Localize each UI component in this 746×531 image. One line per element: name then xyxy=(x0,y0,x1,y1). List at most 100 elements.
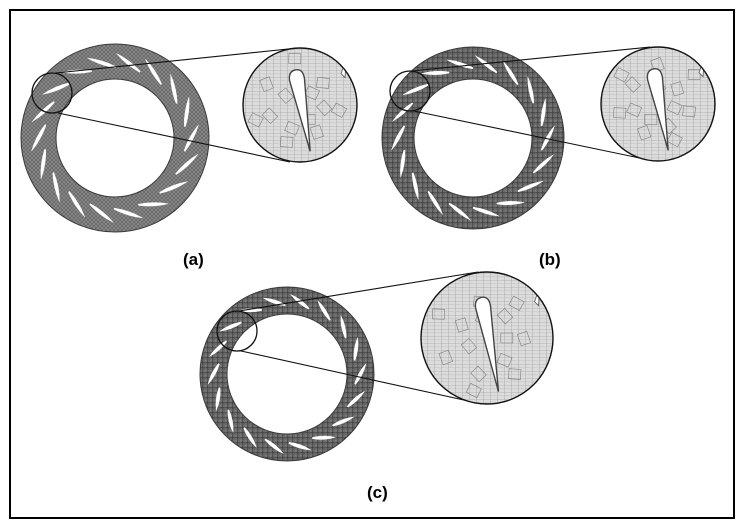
blade xyxy=(353,336,359,361)
magnifier-lens-a xyxy=(31,72,73,114)
mesh-cell xyxy=(261,107,279,124)
zoom-circle-outline-a xyxy=(242,47,358,163)
mesh-cell xyxy=(259,76,274,92)
mesh-annulus-a xyxy=(20,43,210,233)
mesh-cell xyxy=(500,332,514,344)
mesh-cell xyxy=(624,76,641,93)
blade xyxy=(227,409,234,434)
zoom-circle-outline-b xyxy=(600,46,716,162)
magnifier-lens-c xyxy=(216,310,258,352)
blade xyxy=(61,69,92,74)
blade xyxy=(138,202,169,207)
zoom-content-c xyxy=(421,272,553,404)
magnifier-lens-b xyxy=(389,70,431,112)
mesh-cell xyxy=(508,295,525,311)
mesh-cell xyxy=(682,105,696,118)
mesh-cell xyxy=(470,365,487,383)
zoom-view-c xyxy=(420,271,554,405)
zoom-view-a xyxy=(242,47,358,163)
zoom-connector-line xyxy=(413,110,655,162)
blade xyxy=(89,203,114,223)
mesh-cell xyxy=(316,76,330,89)
mesh-cell xyxy=(516,330,532,347)
mesh-cell xyxy=(465,382,482,399)
blade xyxy=(421,70,450,75)
blade xyxy=(113,207,143,219)
zoom-connector-line xyxy=(238,271,479,312)
mesh-cell xyxy=(309,124,324,140)
mesh-cell xyxy=(670,81,685,97)
blade xyxy=(354,363,367,385)
ring-a xyxy=(20,43,291,233)
blade xyxy=(52,172,60,202)
blade xyxy=(540,125,555,151)
mesh-cell xyxy=(432,308,445,320)
zoom-connector-line xyxy=(55,48,289,74)
mesh-cell xyxy=(626,102,643,118)
blade xyxy=(68,191,85,218)
mesh-cell xyxy=(284,120,300,136)
blade xyxy=(527,76,535,104)
blade xyxy=(290,294,310,310)
mesh-cell xyxy=(637,125,652,141)
zoom-circle-outline-c xyxy=(420,271,554,405)
blade xyxy=(243,427,257,449)
blade xyxy=(475,55,498,74)
mesh-cell xyxy=(304,85,321,101)
blade xyxy=(503,61,519,86)
ring-b xyxy=(381,46,655,230)
blade xyxy=(540,98,546,127)
mesh-cell xyxy=(280,136,294,148)
blade xyxy=(175,154,199,175)
mesh-cell xyxy=(613,107,627,119)
mesh-cell xyxy=(666,131,683,148)
mesh-cell xyxy=(288,53,302,65)
blade xyxy=(332,416,355,427)
blade xyxy=(116,53,141,73)
blade xyxy=(446,59,474,70)
blade xyxy=(496,201,525,206)
blade xyxy=(402,83,429,96)
zoom-view-b xyxy=(600,46,716,162)
mesh-annulus-b xyxy=(381,46,565,230)
zoom-layer xyxy=(242,46,716,405)
mesh-cell xyxy=(496,307,514,325)
mesh-cell xyxy=(438,349,454,366)
blade xyxy=(264,438,284,454)
blade xyxy=(346,390,366,408)
mesh-cell xyxy=(644,114,658,125)
blade xyxy=(317,299,331,321)
blade xyxy=(207,363,220,385)
zoom-connector-line xyxy=(57,112,291,163)
rings-layer xyxy=(20,43,655,462)
mesh-cell xyxy=(277,87,294,104)
blade xyxy=(159,181,188,194)
blade xyxy=(340,314,347,339)
mesh-cell xyxy=(316,99,333,117)
blade xyxy=(145,58,162,85)
blade xyxy=(517,180,544,193)
blade xyxy=(183,97,190,127)
ring-c xyxy=(199,271,483,462)
mesh-cell xyxy=(687,68,701,81)
blade xyxy=(215,387,221,412)
panel-label-a: (a) xyxy=(183,250,204,269)
mesh-cell xyxy=(496,352,513,368)
zoom-connector-line xyxy=(240,350,483,405)
zoom-blade xyxy=(474,296,500,392)
blade xyxy=(183,124,199,152)
blade xyxy=(427,190,443,215)
zoom-blade xyxy=(288,69,311,152)
blade xyxy=(400,149,406,178)
panel-label-b: (b) xyxy=(539,250,561,269)
figure-frame xyxy=(9,9,735,519)
blade xyxy=(532,154,554,174)
mesh-cell xyxy=(247,112,264,128)
zoom-content-b xyxy=(601,47,715,161)
blade xyxy=(288,442,312,451)
mesh-cell xyxy=(666,100,683,116)
mesh-cell xyxy=(613,67,630,83)
blade xyxy=(392,102,414,122)
blade xyxy=(391,125,406,151)
